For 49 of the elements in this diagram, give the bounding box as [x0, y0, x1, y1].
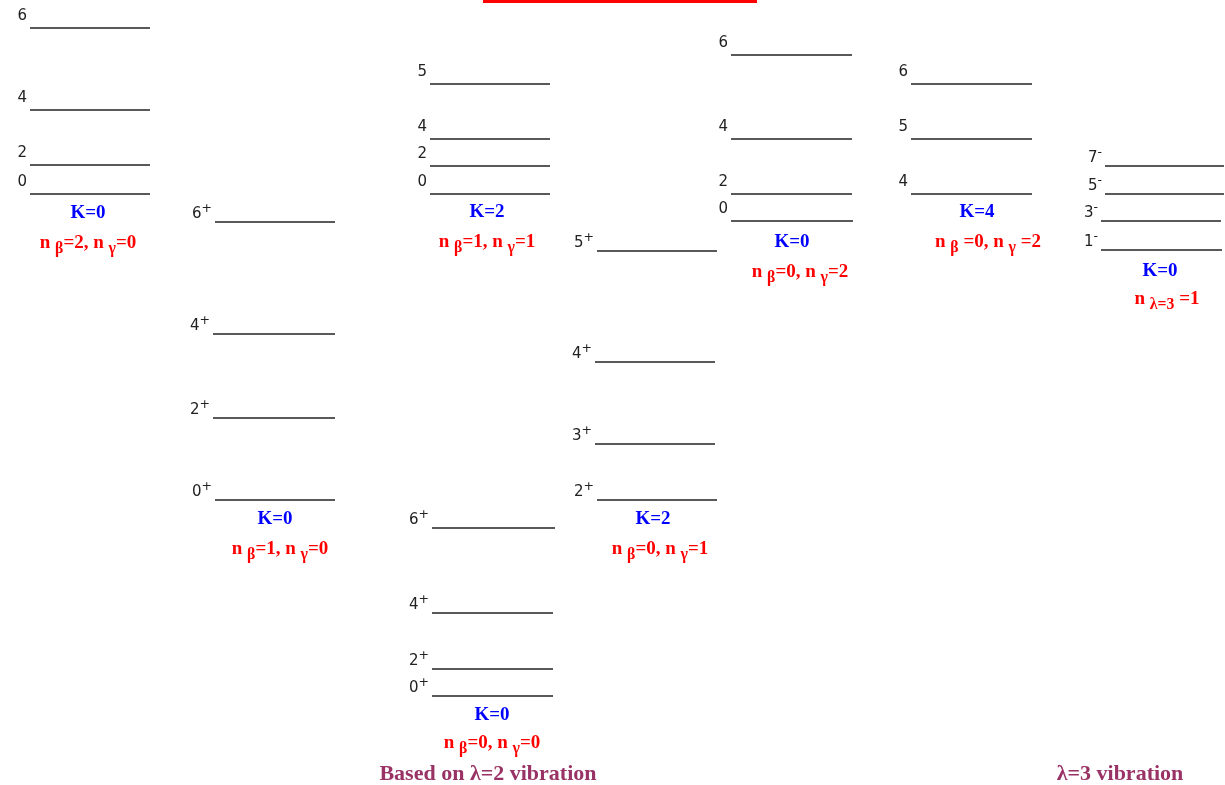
phonon-number-label: n $_{β}$=0, n $_{γ}$=1	[611, 538, 709, 562]
spin-label: 5$^{-}$	[1087, 174, 1102, 193]
spin-label: 2$^{+}$	[189, 398, 210, 417]
spin-label: 5$^{+}$	[573, 231, 594, 250]
spin-label: 2$^{+}$	[573, 480, 594, 499]
spin-label: 1$^{-}$	[1083, 230, 1098, 249]
phonon-number-label: n $_{β}$=2, n $_{γ}$=0	[39, 232, 137, 256]
spin-label: 5	[417, 64, 427, 79]
spin-label: 4$^{+}$	[189, 314, 210, 333]
spin-label: 4$^{+}$	[571, 342, 592, 361]
spin-label: 4	[718, 119, 728, 134]
spin-label: 4$^{+}$	[408, 593, 429, 612]
band-k-label: K=0	[474, 704, 510, 723]
footer-caption: Based on λ=2 vibration	[379, 762, 597, 784]
band-k-label: K=0	[70, 202, 106, 221]
spin-label: 6$^{+}$	[408, 508, 429, 527]
phonon-number-label: n $_{β}$=1, n $_{γ}$=1	[438, 231, 536, 255]
band-k-label: K=0	[257, 508, 293, 527]
band-k-label: K=0	[1142, 260, 1178, 279]
spin-label: 2	[417, 146, 427, 161]
band-k-label: K=4	[959, 201, 995, 220]
spin-label: 0$^{+}$	[408, 676, 429, 695]
spin-label: 2$^{+}$	[408, 649, 429, 668]
band-k-label: K=2	[635, 508, 671, 527]
spin-label: 3$^{+}$	[571, 424, 592, 443]
phonon-number-label: n $_{β}$=0, n $_{γ}$=0	[443, 732, 541, 756]
phonon-number-label: n $_{β}$=1, n $_{γ}$=0	[231, 538, 329, 562]
spin-label: 5	[898, 119, 908, 134]
spin-label: 7$^{-}$	[1087, 146, 1102, 165]
spin-label: 0	[718, 201, 728, 216]
spin-label: 2	[17, 145, 27, 160]
spin-label: 0	[417, 174, 427, 189]
spin-label: 6	[898, 64, 908, 79]
spin-label: 6	[718, 35, 728, 50]
spin-label: 4	[17, 90, 27, 105]
spin-label: 4	[898, 174, 908, 189]
band-k-label: K=2	[469, 201, 505, 220]
phonon-number-label: n $_{λ=3}$ =1	[1134, 288, 1200, 312]
spin-label: 3$^{-}$	[1083, 201, 1098, 220]
phonon-number-label: n $_{β}$ =0, n $_{γ}$ =2	[934, 231, 1042, 255]
spin-label: 0$^{+}$	[191, 480, 212, 499]
spin-label: 6	[17, 8, 27, 23]
phonon-number-label: n $_{β}$=0, n $_{γ}$=2	[751, 261, 849, 285]
spin-label: 4	[417, 119, 427, 134]
band-k-label: K=0	[774, 231, 810, 250]
spin-label: 6$^{+}$	[191, 202, 212, 221]
spin-label: 2	[718, 174, 728, 189]
spin-label: 0	[17, 174, 27, 189]
footer-caption: λ=3 vibration	[1056, 762, 1184, 784]
